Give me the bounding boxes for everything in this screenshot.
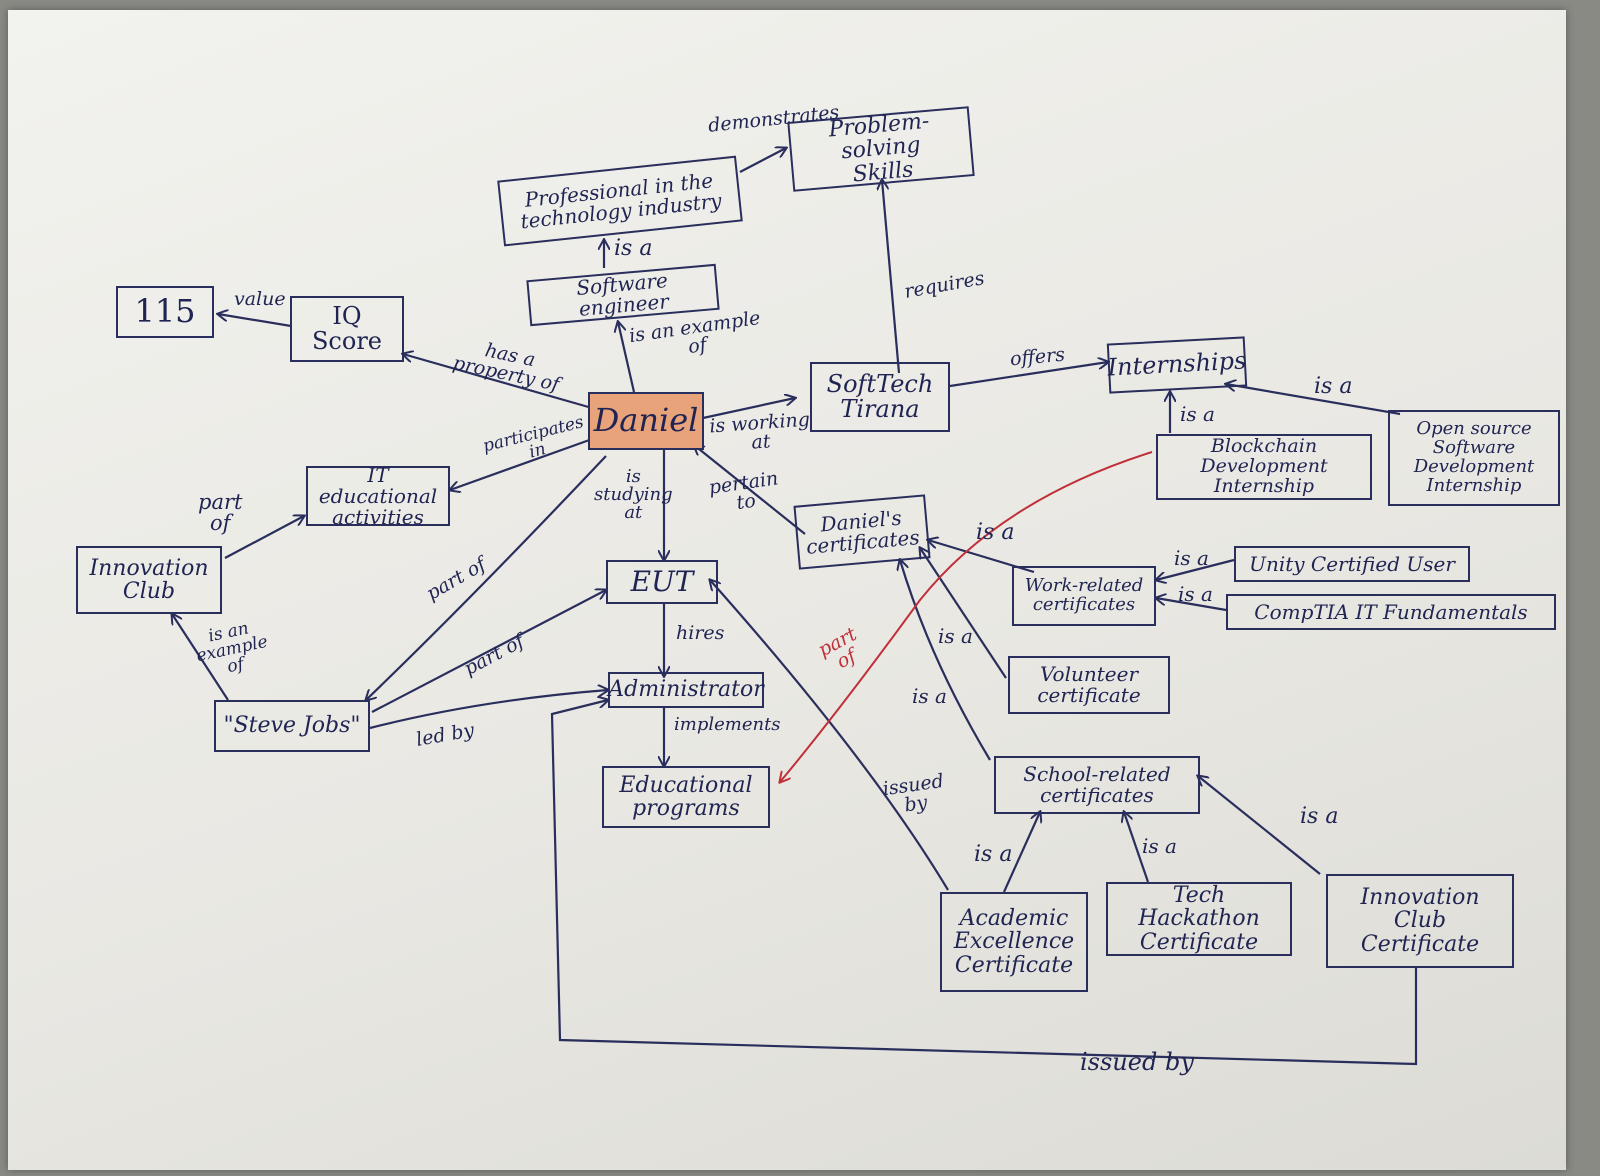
node-value-115: 115 — [116, 286, 214, 338]
node-innovation-club: Innovation Club — [76, 546, 222, 614]
label-value: value — [234, 288, 286, 310]
node-school-related-certificates: School-related certificates — [994, 756, 1200, 814]
paper-sheet — [8, 10, 1566, 1170]
node-steve-jobs: "Steve Jobs" — [214, 700, 370, 752]
edge-school-is-a — [900, 560, 991, 761]
edge-innovcert-is-a — [1198, 776, 1321, 875]
node-daniel: Daniel — [588, 392, 704, 450]
label-offers: offers — [1009, 343, 1066, 371]
node-innovation-club-certificate: Innovation Club Certificate — [1326, 874, 1514, 968]
node-work-related-certificates: Work-related certificates — [1012, 566, 1156, 626]
label-is-a-open-source: is a — [1314, 374, 1353, 399]
edge-academic-is-a — [1002, 812, 1040, 893]
label-is-a-school-related: is a — [912, 684, 947, 708]
label-is-studying-at: is studying at — [594, 466, 673, 523]
edge-comptia-is-a — [1156, 598, 1227, 612]
edge-softtech-requires — [882, 180, 901, 374]
edge-blockchain-part-of-red — [780, 451, 1153, 782]
node-iq-score: IQ Score — [290, 296, 404, 362]
label-is-a-academic: is a — [974, 842, 1013, 867]
node-open-source-internship: Open source Software Development Interns… — [1388, 410, 1560, 506]
edge-daniel-has-property — [403, 354, 593, 410]
node-it-educational-activities: IT educational activities — [306, 464, 450, 527]
edge-volunteer-is-a — [920, 548, 1007, 679]
node-internships: Internships — [1106, 336, 1248, 394]
edge-hackathon-is-a — [1124, 812, 1150, 883]
edge-daniel-example-se — [618, 322, 636, 393]
edge-academic-issued-eut — [710, 580, 949, 891]
node-softtech-tirana: SoftTech Tirana — [810, 362, 950, 432]
node-academic-excellence-certificate: Academic Excellence Certificate — [940, 892, 1088, 992]
edge-daniel-working-at — [702, 398, 795, 420]
node-administrator: Administrator — [608, 672, 764, 708]
edge-innovcert-issued-admin — [550, 700, 1418, 1066]
edge-iq-value — [218, 314, 292, 328]
label-is-a-blockchain: is a — [1180, 402, 1215, 426]
edge-daniel-part-of-steve — [366, 455, 607, 700]
label-is-a-unity: is a — [1174, 546, 1209, 570]
label-is-a-professional: is a — [614, 236, 653, 261]
node-eut: EUT — [606, 560, 718, 604]
edge-steve-part-of-eut — [371, 590, 606, 713]
edge-daniel-participates — [450, 436, 596, 490]
label-issued-by-bottom: issued by — [1080, 1048, 1194, 1076]
edge-unity-is-a — [1156, 558, 1235, 580]
edge-innov-part-of — [224, 516, 304, 559]
label-is-a-hackathon: is a — [1142, 834, 1177, 858]
edge-steve-led-by — [369, 690, 608, 730]
node-daniels-certificates: Daniel's certificates — [793, 494, 931, 570]
node-unity-certified-user: Unity Certified User — [1234, 546, 1470, 582]
node-volunteer-certificate: Volunteer certificate — [1008, 656, 1170, 714]
node-comptia-it-fundamentals: CompTIA IT Fundamentals — [1226, 594, 1556, 630]
edge-certs-pertain — [694, 445, 806, 535]
label-is-working-at: is working at — [708, 408, 811, 454]
label-is-a-innovation-cert: is a — [1300, 804, 1339, 829]
label-is-a-volunteer: is a — [938, 624, 973, 648]
label-is-a-work-related: is a — [976, 520, 1015, 545]
label-hires: hires — [676, 622, 725, 644]
node-blockchain-internship: Blockchain Development Internship — [1156, 434, 1372, 500]
node-educational-programs: Educational programs — [602, 766, 770, 828]
label-is-a-comptia: is a — [1178, 582, 1213, 606]
edge-pro-demonstrates — [739, 148, 786, 173]
node-tech-hackathon-certificate: Tech Hackathon Certificate — [1106, 882, 1292, 956]
edge-steve-example-innov — [172, 614, 229, 701]
edge-softtech-offers — [949, 362, 1108, 388]
label-implements: implements — [674, 714, 781, 735]
label-part-of-innovation: part of — [198, 490, 243, 535]
edge-open-is-a — [1226, 384, 1401, 416]
